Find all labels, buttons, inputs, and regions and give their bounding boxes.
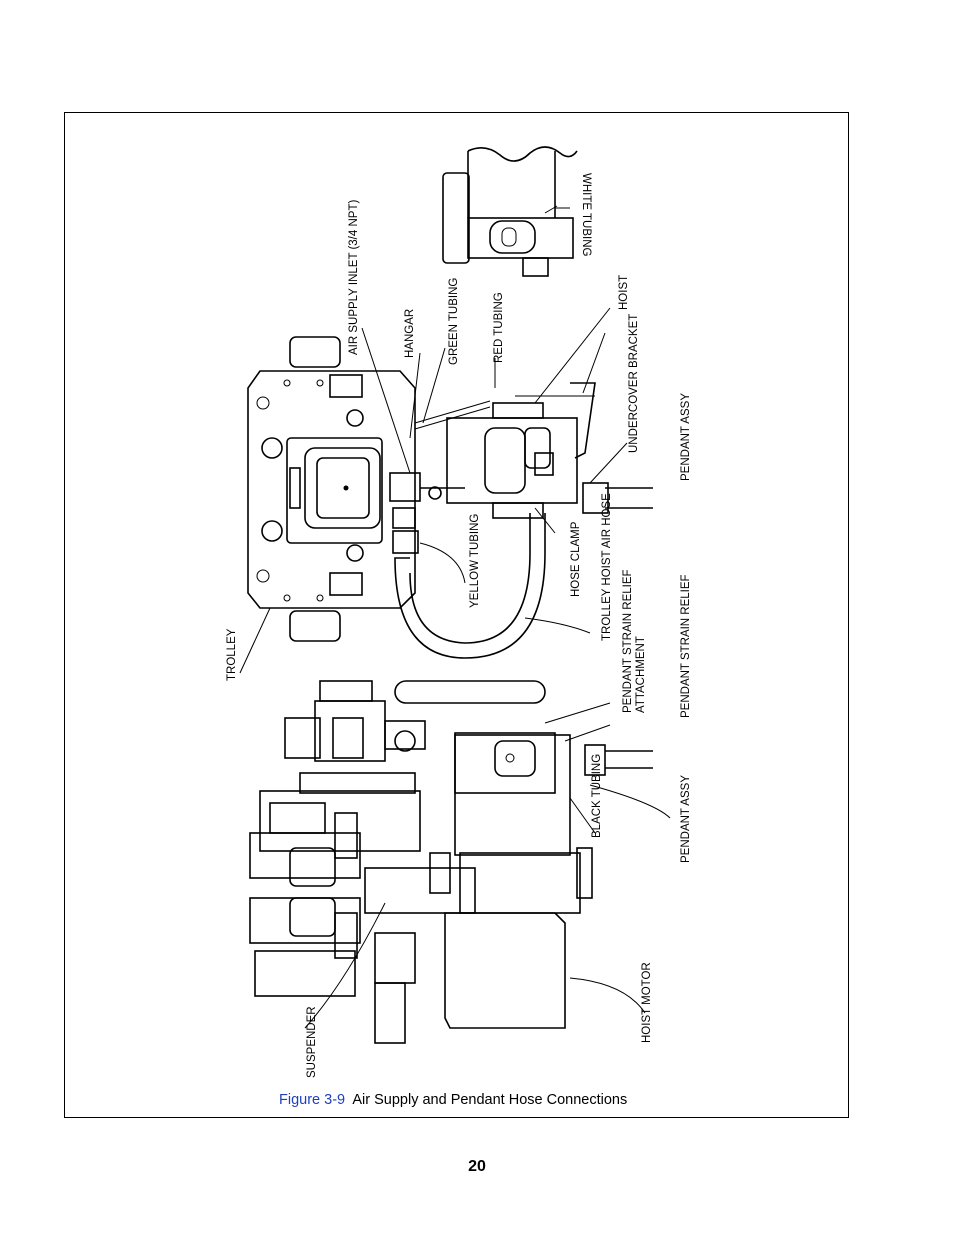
- figure-caption: Figure 3-9 Air Supply and Pendant Hose C…: [279, 1092, 627, 1108]
- figure-number[interactable]: Figure 3-9: [279, 1092, 346, 1108]
- label-yellow-tubing: YELLOW TUBING: [469, 514, 481, 608]
- leader-lines: [239, 205, 671, 1029]
- figure-frame: WHITE TUBING AIR SUPPLY INLET (3/4 NPT) …: [64, 112, 849, 1118]
- label-pendant-strain-relief-attachment: PENDANT STRAIN RELIEF ATTACHMENT: [622, 566, 647, 713]
- label-trolley: TROLLEY: [226, 628, 238, 681]
- hoist-lower-view: [249, 680, 653, 1044]
- hoist-upper: [446, 382, 653, 519]
- label-hoist: HOIST: [618, 275, 630, 310]
- label-air-supply-inlet: AIR SUPPLY INLET (3/4 NPT): [348, 200, 360, 355]
- label-hose-clamp: HOSE CLAMP: [570, 521, 582, 597]
- label-pendant-strain-relief: PENDANT STRAIN RELIEF: [680, 574, 692, 718]
- label-trolley-hoist-air-hose: TROLLEY HOIST AIR HOSE: [601, 493, 613, 641]
- label-black-tubing: BLACK TUBING: [591, 754, 603, 838]
- callout-labels: WHITE TUBING AIR SUPPLY INLET (3/4 NPT) …: [226, 173, 692, 1078]
- hoist-detail-view: [442, 146, 578, 277]
- technical-drawing: WHITE TUBING AIR SUPPLY INLET (3/4 NPT) …: [226, 146, 692, 1078]
- trolley-top-view: [247, 336, 491, 642]
- trolley-hoist-air-hose: [394, 513, 546, 659]
- label-white-tubing: WHITE TUBING: [580, 173, 592, 257]
- figure-title: Air Supply and Pendant Hose Connections: [352, 1092, 628, 1108]
- label-hoist-motor: HOIST MOTOR: [641, 962, 653, 1043]
- label-suspender: SUSPENDER: [306, 1006, 318, 1078]
- label-pendant-assy-bottom: PENDANT ASSY: [680, 775, 692, 863]
- label-undercover-bracket: UNDERCOVER BRACKET: [628, 314, 640, 453]
- label-red-tubing: RED TUBING: [493, 292, 505, 363]
- label-hangar: HANGAR: [404, 309, 416, 358]
- trolley-hoist-air-hose-inner: [409, 513, 531, 644]
- label-pendant-assy-top: PENDANT ASSY: [680, 393, 692, 481]
- page-number: 20: [468, 1158, 486, 1175]
- label-green-tubing: GREEN TUBING: [448, 278, 460, 365]
